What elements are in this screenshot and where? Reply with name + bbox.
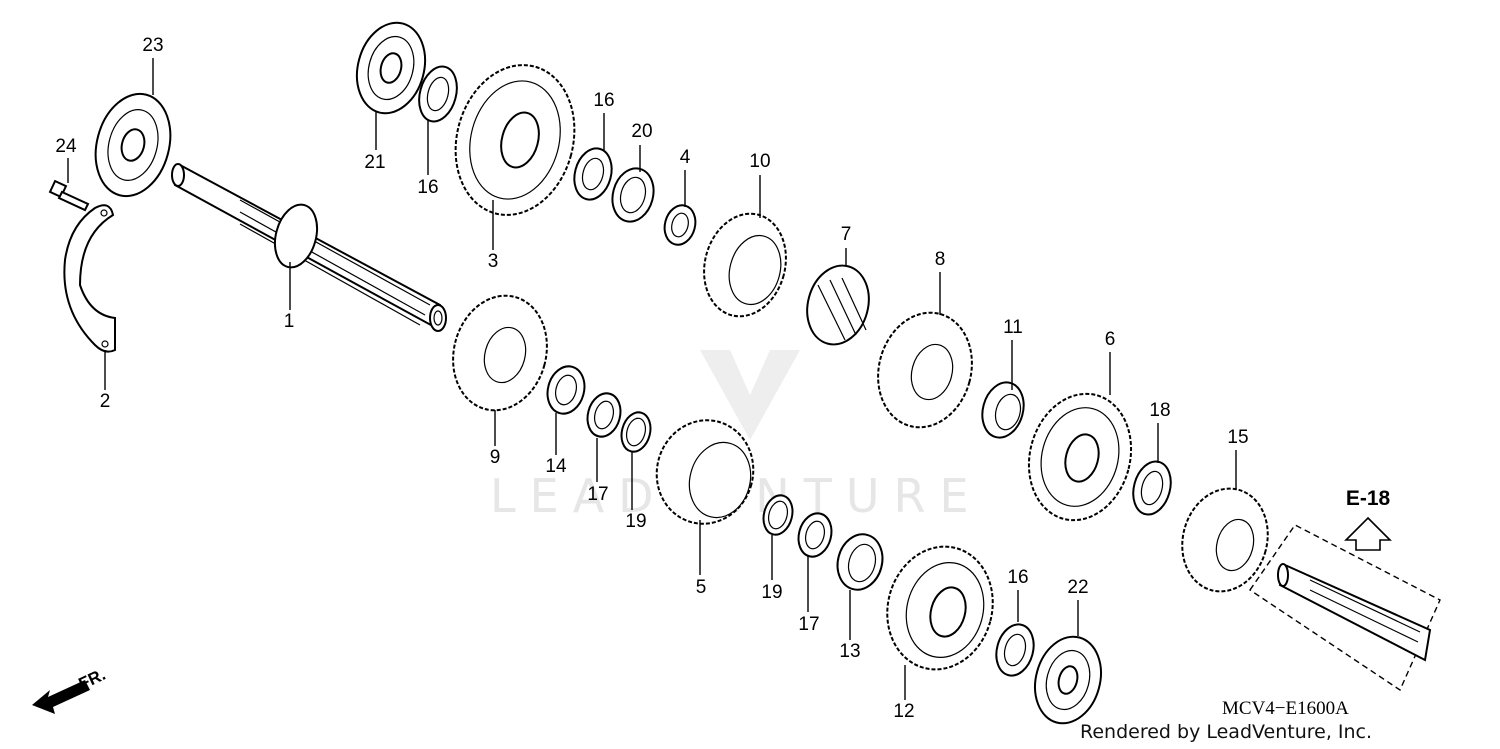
part-labels: 23 24 2 1 21 16 3 16 20 4 10 7 8 11 6 18… <box>55 35 1248 722</box>
diagram-code: MCV4−E1600A <box>1222 698 1349 719</box>
part-label-8[interactable]: 8 <box>935 249 946 270</box>
part-label-16-lower[interactable]: 16 <box>1007 567 1028 588</box>
gear-5[interactable] <box>645 409 765 534</box>
part-label-16-mid[interactable]: 16 <box>593 90 614 111</box>
part-label-9[interactable]: 9 <box>490 447 501 468</box>
circlip-19-lower[interactable] <box>759 492 796 538</box>
washer-16-lower[interactable] <box>991 620 1039 680</box>
part-label-12[interactable]: 12 <box>893 701 914 722</box>
needle-bearing-13[interactable] <box>832 529 889 594</box>
part-label-15[interactable]: 15 <box>1227 427 1248 448</box>
part-label-18[interactable]: 18 <box>1149 400 1170 421</box>
leader-lines <box>67 58 1237 700</box>
washer-17-upper[interactable] <box>583 390 625 441</box>
circlip-19-upper[interactable] <box>617 409 654 455</box>
part-label-13[interactable]: 13 <box>839 641 860 662</box>
bolt-24[interactable] <box>48 179 90 212</box>
part-label-19-upper[interactable]: 19 <box>625 511 646 532</box>
washer-17-lower[interactable] <box>794 510 836 561</box>
part-label-17-lower[interactable]: 17 <box>798 614 819 635</box>
part-label-22[interactable]: 22 <box>1067 577 1088 598</box>
collar-11[interactable] <box>976 378 1029 442</box>
part-label-20[interactable]: 20 <box>631 121 652 142</box>
collar-14[interactable] <box>542 362 589 418</box>
rendered-by-credit: Rendered by LeadVenture, Inc. <box>1080 721 1372 743</box>
washer-18[interactable] <box>1128 457 1177 518</box>
bearing-21[interactable] <box>347 15 435 121</box>
part-label-4[interactable]: 4 <box>680 147 691 168</box>
reference-arrow-e18[interactable]: E-18 <box>1344 487 1392 551</box>
bearing-22[interactable] <box>1026 629 1111 731</box>
gear-8[interactable] <box>866 302 985 438</box>
part-label-3[interactable]: 3 <box>488 251 499 272</box>
gear-6[interactable] <box>1015 382 1145 532</box>
part-label-17-upper[interactable]: 17 <box>587 484 608 505</box>
part-label-10[interactable]: 10 <box>749 151 770 172</box>
reference-shaft-e18[interactable] <box>1249 524 1441 692</box>
needle-bearing-20[interactable] <box>607 164 660 227</box>
washer-16-mid[interactable] <box>569 144 617 204</box>
part-label-19-lower[interactable]: 19 <box>761 582 782 603</box>
gear-9[interactable] <box>441 285 560 421</box>
part-label-5[interactable]: 5 <box>696 577 707 598</box>
part-label-1[interactable]: 1 <box>284 311 295 332</box>
part-label-23[interactable]: 23 <box>142 35 163 56</box>
washer-16-top[interactable] <box>413 62 462 125</box>
gear-3[interactable] <box>439 52 590 229</box>
part-label-16-top[interactable]: 16 <box>417 177 438 198</box>
part-label-11[interactable]: 11 <box>1003 317 1023 338</box>
gear-12[interactable] <box>874 535 1007 682</box>
gear-10[interactable] <box>693 204 797 325</box>
part-label-2[interactable]: 2 <box>100 391 111 412</box>
bearing-23[interactable] <box>85 85 181 204</box>
plate-2[interactable] <box>63 204 116 353</box>
needle-bearing-7[interactable] <box>799 259 878 352</box>
reference-label-e18[interactable]: E-18 <box>1346 487 1391 510</box>
part-label-7[interactable]: 7 <box>841 224 852 245</box>
gear-15[interactable] <box>1171 479 1279 601</box>
part-label-6[interactable]: 6 <box>1105 329 1116 350</box>
part-label-21[interactable]: 21 <box>364 152 385 173</box>
mainshaft-1[interactable] <box>171 163 447 332</box>
part-label-24[interactable]: 24 <box>55 136 77 157</box>
front-direction-indicator: FR. <box>32 665 109 714</box>
collar-4[interactable] <box>660 202 699 248</box>
part-label-14[interactable]: 14 <box>545 456 567 477</box>
